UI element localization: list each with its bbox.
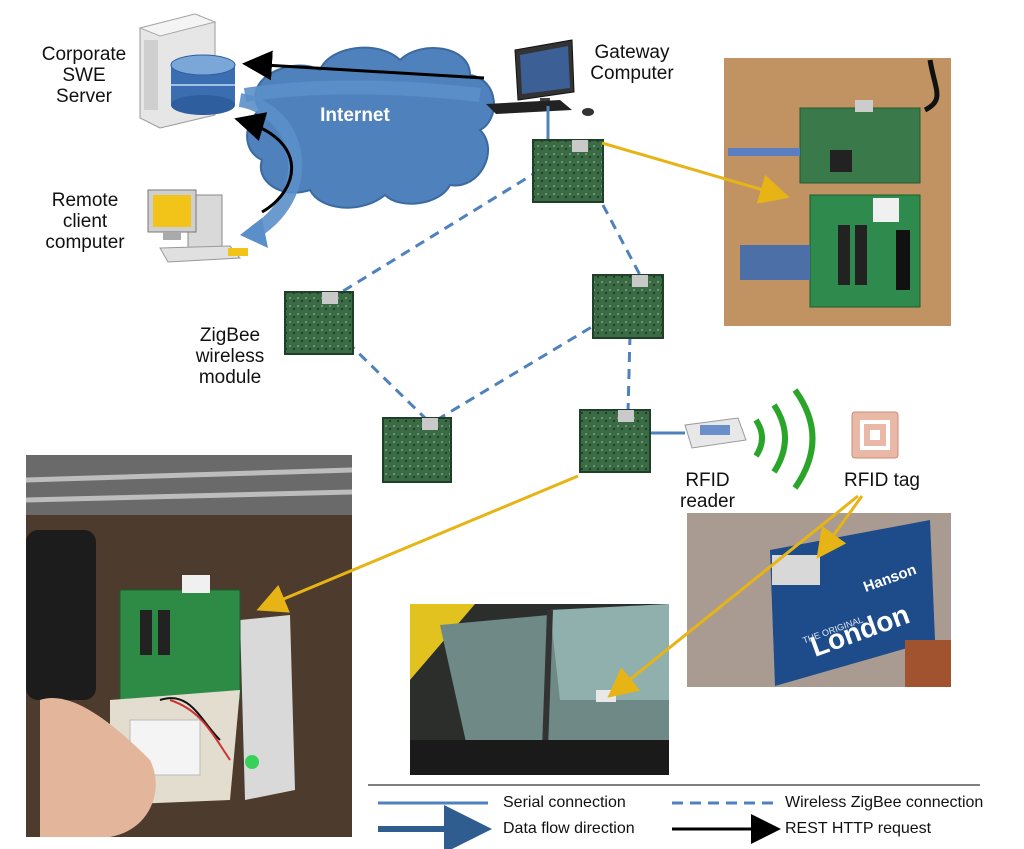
photo-crate <box>687 513 951 687</box>
callout-tag-crate <box>816 495 864 559</box>
rfid-waves <box>753 388 816 490</box>
label-zigbee-module: ZigBee wireless module <box>195 325 265 388</box>
photo-vehicle-window <box>410 604 669 775</box>
rfid-tag-icon <box>851 411 899 459</box>
gateway-computer-icon <box>486 39 594 116</box>
client-computer-icon <box>147 189 248 263</box>
legend-wireless-label: Wireless ZigBee connection <box>785 794 984 811</box>
callout-field-device <box>256 474 579 613</box>
label-rfid-tag: RFID tag <box>843 470 921 491</box>
zigbee-board-right <box>592 274 664 339</box>
label-gateway-computer: Gateway Computer <box>590 42 674 84</box>
dataflow-arrow-to-client <box>238 93 303 238</box>
legend-serial-label: Serial connection <box>503 794 626 811</box>
callout-gateway <box>601 141 790 204</box>
photo-gateway-hardware <box>724 58 951 326</box>
label-remote-client: Remote client computer <box>45 190 125 253</box>
server-icon <box>138 13 236 129</box>
label-internet: Internet <box>320 105 390 126</box>
dataflow-arrow-to-server <box>243 80 481 102</box>
dataflow-arrowhead-client <box>240 218 268 248</box>
zigbee-board-left <box>284 291 354 355</box>
legend-rest-label: REST HTTP request <box>785 820 932 837</box>
zigbee-board-bottom-left <box>382 417 452 483</box>
label-corporate-server: Corporate SWE Server <box>41 44 127 107</box>
rest-arrow-server <box>242 50 485 81</box>
label-rfid-reader: RFID reader <box>680 470 735 512</box>
rfid-reader-icon <box>684 417 747 449</box>
zigbee-board-rfid <box>579 409 651 473</box>
legend-dataflow-label: Data flow direction <box>503 820 635 837</box>
callout-tag-window <box>607 494 859 698</box>
rest-arrow-client <box>234 112 294 214</box>
photo-field-device <box>25 455 353 837</box>
zigbee-board-coordinator <box>532 139 604 203</box>
